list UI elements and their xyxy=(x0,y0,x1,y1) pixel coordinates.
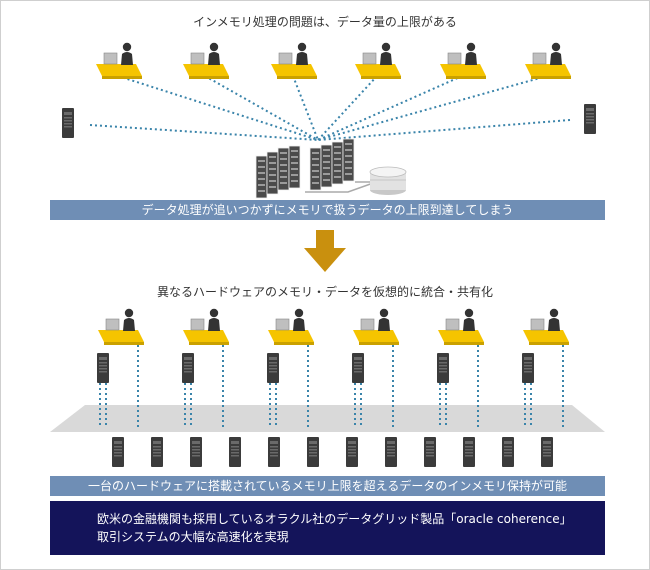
workstation-icon xyxy=(437,308,485,346)
workstation-icon xyxy=(522,308,570,346)
server-tower-icon xyxy=(267,353,279,383)
workstation-icon xyxy=(182,42,230,80)
workstation-icon xyxy=(354,42,402,80)
problem-bar: データ処理が追いつかずにメモリで扱うデータの上限到達してしまう xyxy=(50,200,605,220)
workstation-icon xyxy=(182,308,230,346)
server-tower-icon xyxy=(190,437,202,467)
memory-grid-platform xyxy=(50,405,605,432)
conclusion-box: 欧米の金融機関も採用しているオラクル社のデータグリッド製品「oracle coh… xyxy=(50,501,605,555)
workstation-icon xyxy=(267,308,315,346)
connection-lines-top xyxy=(89,75,571,141)
server-tower-icon xyxy=(424,437,436,467)
server-tower-icon xyxy=(352,353,364,383)
workstation-icon xyxy=(524,42,572,80)
database-icon xyxy=(369,166,407,195)
server-tower-icon xyxy=(463,437,475,467)
workstation-icon xyxy=(97,308,145,346)
connection-lines-bottom xyxy=(99,345,564,428)
top-caption: インメモリ処理の問題は、データ量の上限がある xyxy=(193,15,457,29)
server-tower-icon xyxy=(522,353,534,383)
middle-caption: 異なるハードウェアのメモリ・データを仮想的に統合・共有化 xyxy=(156,285,493,299)
server-tower-icon xyxy=(229,437,241,467)
conclusion-line-2: 取引システムの大幅な高速化を実現 xyxy=(97,530,289,544)
server-tower-icon xyxy=(541,437,553,467)
server-tower-icon xyxy=(437,353,449,383)
workstation-icon xyxy=(439,42,487,80)
conclusion-line-1: 欧米の金融機関も採用しているオラクル社のデータグリッド製品「oracle coh… xyxy=(97,512,572,526)
down-arrow-icon xyxy=(304,230,346,272)
server-tower-icon xyxy=(385,437,397,467)
server-tower-icon xyxy=(346,437,358,467)
server-tower-icon xyxy=(62,108,74,138)
server-tower-icon xyxy=(502,437,514,467)
workstation-icon xyxy=(270,42,318,80)
workstation-icon xyxy=(95,42,143,80)
server-tower-icon xyxy=(584,104,596,134)
server-tower-icon xyxy=(182,353,194,383)
server-tower-icon xyxy=(268,437,280,467)
rack-server-icon xyxy=(309,138,355,191)
server-tower-icon xyxy=(112,437,124,467)
server-tower-icon xyxy=(97,353,109,383)
solution-bar: 一台のハードウェアに搭載されているメモリ上限を超えるデータのインメモリ保持が可能 xyxy=(50,476,605,496)
server-tower-icon xyxy=(151,437,163,467)
server-tower-icon xyxy=(307,437,319,467)
workstation-icon xyxy=(352,308,400,346)
rack-server-icon xyxy=(255,145,301,199)
